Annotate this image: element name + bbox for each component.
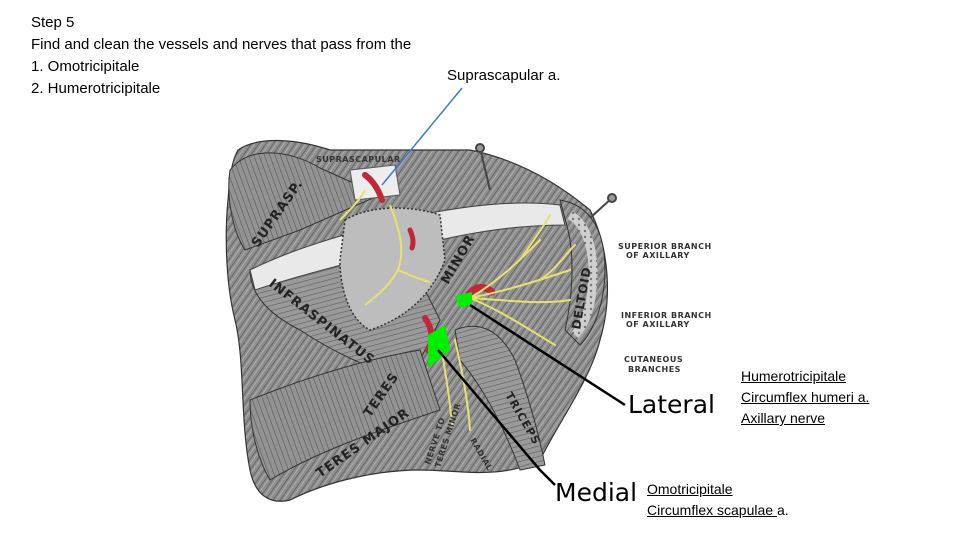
- step-title: Step 5: [31, 14, 75, 31]
- omotricipitale-title: Omotricipitale: [647, 481, 733, 497]
- humerotricipitale-note: Humerotricipitale Circumflex humeri a. A…: [741, 366, 869, 429]
- artery-abbrev: a.: [776, 502, 789, 518]
- label-suprascapular: SUPRASCAPULAR: [316, 155, 401, 164]
- label-inferior-branch-2: OF AXILLARY: [626, 320, 690, 329]
- label-superior-branch-2: OF AXILLARY: [626, 251, 690, 260]
- label-inferior-branch: INFERIOR BRANCH: [621, 311, 712, 320]
- step-item-omotricipitale: 1. Omotricipitale: [31, 58, 140, 75]
- circumflex-scapulae-text: Circumflex scapulae: [647, 502, 777, 518]
- step-instruction: Find and clean the vessels and nerves th…: [31, 36, 412, 53]
- humerotricipitale-title: Humerotricipitale: [741, 368, 847, 384]
- suprascapular-pointer: [381, 87, 463, 186]
- suprascapular-artery-label: Suprascapular a.: [447, 67, 561, 84]
- quadrangular-space-highlight: [455, 292, 472, 308]
- scapular-branch-artery: [407, 227, 416, 251]
- lateral-pointer: [469, 303, 626, 407]
- label-cutaneous: CUTANEOUS: [624, 355, 683, 364]
- label-superior-branch: SUPERIOR BRANCH: [618, 242, 712, 251]
- suprascapular-nerve: [339, 189, 431, 306]
- dissection-pins: [475, 143, 617, 219]
- step-instructions: Step 5 Find and clean the vessels and ne…: [31, 12, 411, 100]
- triangular-space-highlight: [428, 325, 450, 368]
- omotricipitale-note: Omotricipitale Circumflex scapulae a.: [647, 479, 789, 521]
- axillary-nerve-text: Axillary nerve: [741, 410, 826, 426]
- label-cutaneous-2: BRANCHES: [628, 365, 681, 374]
- circumflex-humeri-text: Circumflex humeri a.: [741, 389, 870, 405]
- suprascapular-artery: [362, 172, 385, 203]
- medial-label: Medial: [555, 478, 638, 507]
- deltoid-region: [559, 199, 606, 346]
- axillary-nerve-branches: [439, 214, 576, 431]
- teres-major-region: [249, 349, 441, 481]
- triceps-region: [454, 325, 546, 471]
- deltoid-cut-edge: [567, 211, 598, 339]
- lateral-label: Lateral: [628, 390, 715, 419]
- medial-pointer: [437, 349, 556, 486]
- step-item-humerotricipitale: 2. Humerotricipitale: [31, 80, 161, 97]
